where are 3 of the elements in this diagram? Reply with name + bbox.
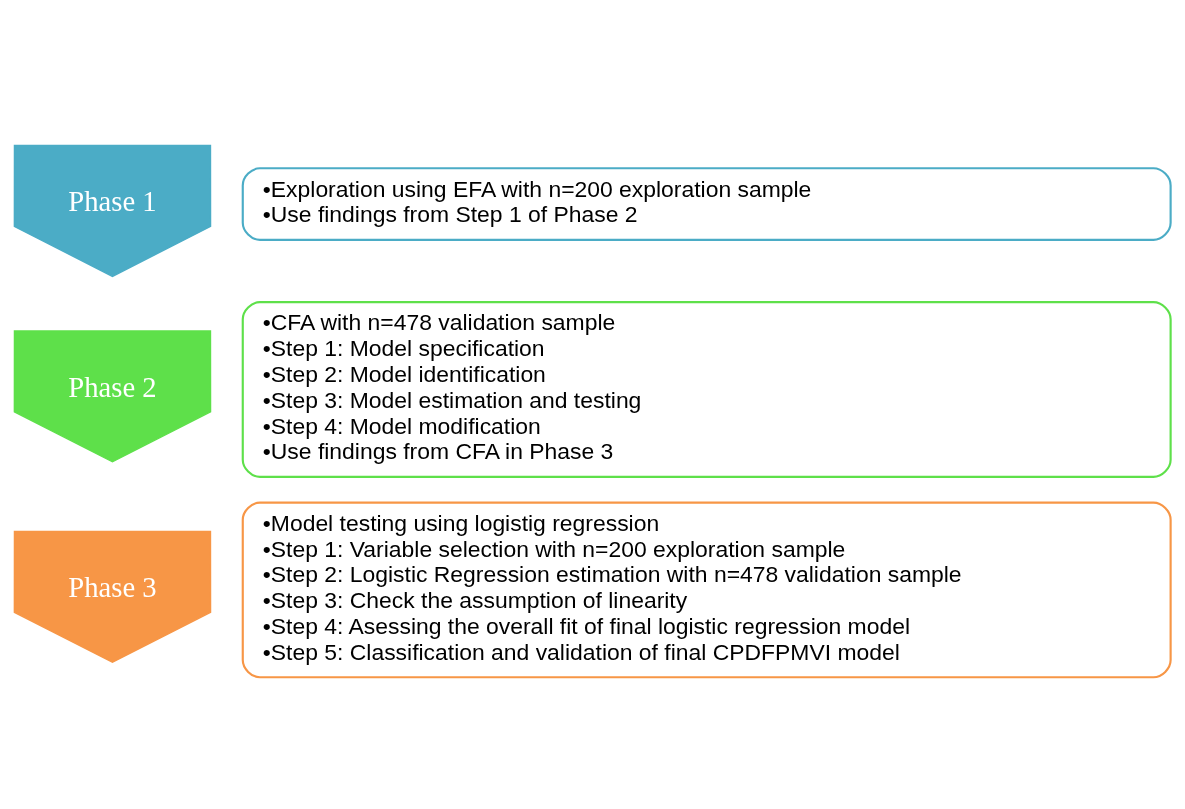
node-box: •Exploration using EFA with n=200 exploration sample •Use findings from Step 1 of Phase 2 bbox=[241, 167, 1172, 241]
node-box: •Model testing using logistig regression •Step 1: Variable selection with n=200 exploration sample •Step 2: Logistic Regression estimation with n=478 validation sample •Step 3: Check the assumption of linearity •Step 4: Asessing the overall fit of final logistic regression model •Step 5: Classification and validation of final CPDFPMVI model bbox=[241, 501, 1172, 679]
node-box: •CFA with n=478 validation sample •Step 1: Model specification •Step 2: Model identification •Step 3: Model estimation and testing •Step 4: Model modification •Use findings from CFA in Phase 3 bbox=[241, 301, 1172, 478]
